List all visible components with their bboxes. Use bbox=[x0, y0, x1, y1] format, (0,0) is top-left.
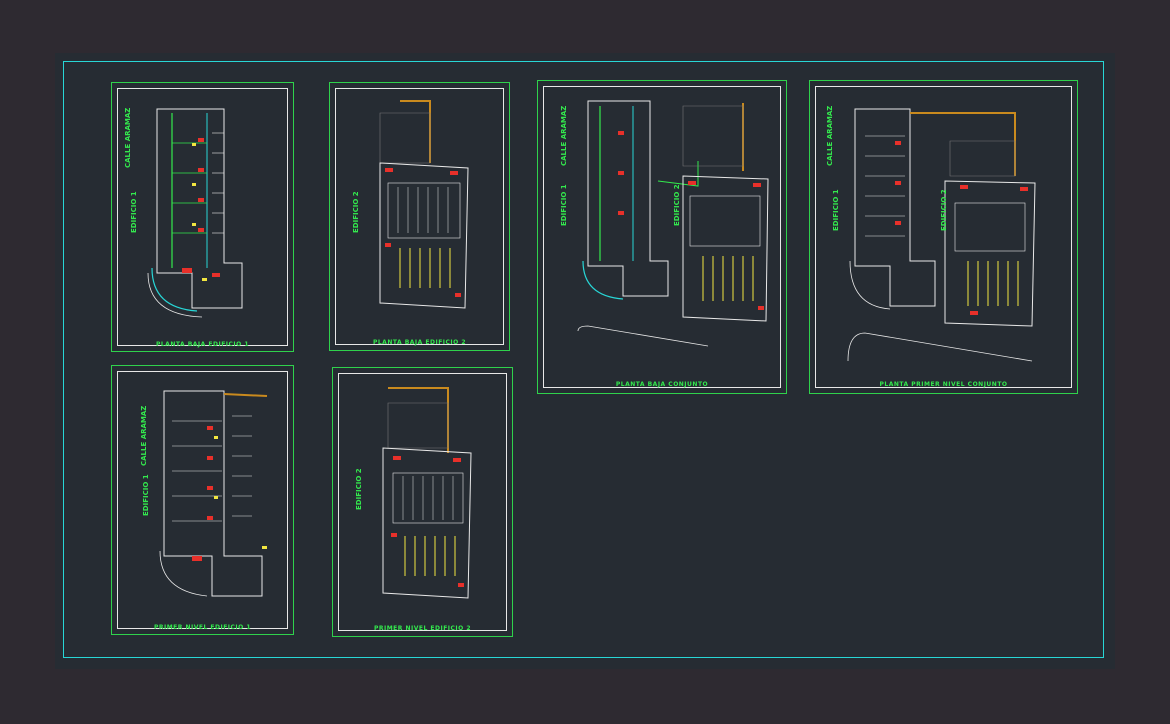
sheet-inner-frame bbox=[117, 371, 288, 629]
sheet-title: PRIMER NIVEL EDIFICIO 2 bbox=[373, 625, 472, 632]
label-edificio-1: EDIFICIO 1 bbox=[832, 189, 840, 231]
model-space bbox=[55, 53, 1115, 669]
sheet-primer-nivel-edificio-1[interactable]: CALLE ARAMAZ EDIFICIO 1 PRIMER NIVEL EDI… bbox=[111, 365, 294, 635]
label-edificio: EDIFICIO 2 bbox=[352, 191, 360, 233]
label-calle: CALLE ARAMAZ bbox=[140, 405, 148, 466]
sheet-title: PLANTA BAJA CONJUNTO bbox=[615, 381, 709, 388]
label-calle: CALLE ARAMAZ bbox=[124, 107, 132, 168]
label-edificio-2: EDIFICIO 2 bbox=[673, 184, 681, 226]
sheet-primer-nivel-conjunto[interactable]: CALLE ARAMAZ EDIFICIO 1 EDIFICIO 2 PLANT… bbox=[809, 80, 1078, 394]
sheet-inner-frame bbox=[543, 86, 781, 388]
label-calle: CALLE ARAMAZ bbox=[826, 105, 834, 166]
sheet-planta-baja-edificio-1[interactable]: CALLE ARAMAZ EDIFICIO 1 PLANTA BAJA EDIF… bbox=[111, 82, 294, 352]
sheet-inner-frame bbox=[338, 373, 507, 631]
sheet-inner-frame bbox=[117, 88, 288, 346]
label-edificio: EDIFICIO 1 bbox=[142, 474, 150, 516]
sheet-title: PLANTA BAJA EDIFICIO 2 bbox=[372, 339, 467, 346]
floor-plan-edificio-1 bbox=[147, 108, 243, 318]
sheet-planta-baja-edificio-2[interactable]: EDIFICIO 2 PLANTA BAJA EDIFICIO 2 bbox=[329, 82, 510, 351]
label-edificio: EDIFICIO 2 bbox=[355, 468, 363, 510]
sheet-title: PLANTA BAJA EDIFICIO 1 bbox=[155, 341, 250, 348]
label-edificio-1: EDIFICIO 1 bbox=[560, 184, 568, 226]
sheet-title: PLANTA PRIMER NIVEL CONJUNTO bbox=[879, 381, 1008, 388]
floor-plan-conjunto-baja bbox=[577, 100, 769, 347]
floor-plan-conjunto-primer-nivel bbox=[847, 108, 1036, 362]
layout-border bbox=[63, 61, 1104, 658]
sheet-title: PRIMER NIVEL EDIFICIO 1 bbox=[153, 624, 252, 631]
floor-plan-primer-nivel-edificio-1 bbox=[159, 390, 268, 597]
sheet-inner-frame bbox=[335, 88, 504, 345]
label-edificio-2: EDIFICIO 2 bbox=[940, 189, 948, 231]
label-calle: CALLE ARAMAZ bbox=[560, 105, 568, 166]
sheet-primer-nivel-edificio-2[interactable]: EDIFICIO 2 PRIMER NIVEL EDIFICIO 2 bbox=[332, 367, 513, 637]
sheet-inner-frame bbox=[815, 86, 1072, 388]
floor-plan-edificio-2 bbox=[379, 100, 469, 309]
sheet-planta-baja-conjunto[interactable]: CALLE ARAMAZ EDIFICIO 1 EDIFICIO 2 PLANT… bbox=[537, 80, 787, 394]
floor-plan-primer-nivel-edificio-2 bbox=[382, 387, 472, 599]
label-edificio: EDIFICIO 1 bbox=[130, 191, 138, 233]
